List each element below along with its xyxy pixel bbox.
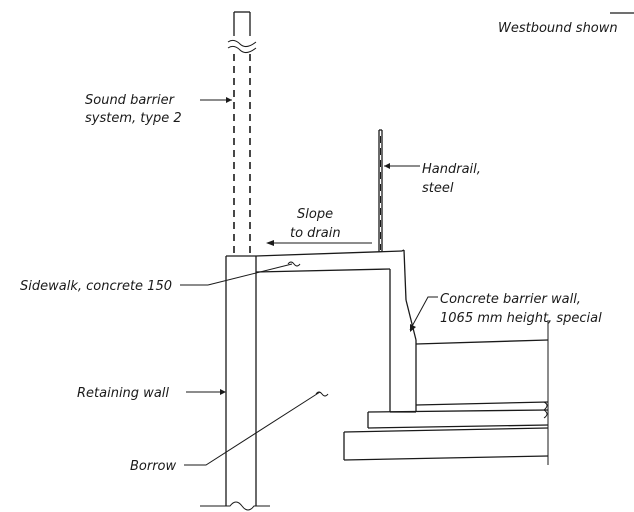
barrier-wall-label-1: Concrete barrier wall,: [440, 292, 581, 307]
barrier-wall-label-2: 1065 mm height, special: [440, 311, 602, 326]
barrier-wall-leader: [409, 296, 438, 331]
borrow-leader: [184, 391, 321, 466]
handrail-label-2: steel: [422, 181, 454, 196]
slope-label-2: to drain: [290, 226, 341, 241]
sidewalk-label: Sidewalk, concrete 150: [20, 279, 172, 294]
sound-barrier-label-2: system, type 2: [85, 111, 182, 126]
slope-label-1: Slope: [297, 207, 333, 222]
sound-barrier-post: [227, 11, 257, 256]
concrete-barrier-wall: [389, 249, 417, 413]
handrail-post: [378, 129, 383, 252]
sidewalk-slab: [255, 250, 403, 273]
handrail-label-1: Handrail,: [422, 162, 481, 177]
borrow-label: Borrow: [130, 459, 177, 474]
retaining-wall: [200, 255, 270, 511]
sound-barrier-label-1: Sound barrier: [85, 93, 176, 108]
roadway-slab: [343, 320, 549, 465]
retaining-wall-label: Retaining wall: [77, 386, 169, 401]
header-note: Westbound shown: [498, 21, 618, 36]
